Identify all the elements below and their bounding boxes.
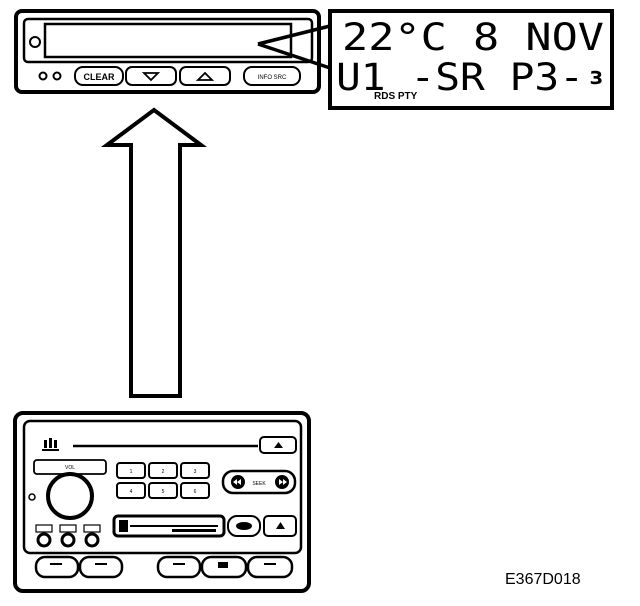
lcd-line-1: 22°C 8 NOV	[342, 16, 604, 59]
pointer-line-upper	[257, 24, 331, 46]
bottom-button-3[interactable]	[156, 555, 202, 579]
lcd-suffix: з	[589, 62, 603, 90]
seek-forward-icon	[279, 479, 287, 485]
lcd-zoom-frame	[328, 9, 614, 110]
preset-button-5[interactable]	[148, 482, 178, 499]
clear-button[interactable]	[74, 66, 124, 86]
volume-knob[interactable]	[46, 472, 94, 520]
bottom-button-4-mark	[218, 562, 228, 568]
radio-unit: VOL 1 2 3 4 5 6 SEEK	[13, 411, 311, 593]
bottom-button-5-mark	[264, 563, 276, 565]
preset-button-3[interactable]	[180, 462, 210, 479]
lcd-zoom: 22°C 8 NOV U1 -SR P3- з RDS PTY	[328, 9, 614, 110]
seek-label: SEEK	[252, 481, 266, 487]
aux-jack	[28, 493, 36, 501]
preset-button-6[interactable]	[180, 482, 210, 499]
triangle-up-icon	[195, 71, 215, 81]
display-unit: CLEAR INFO SRC	[14, 9, 321, 94]
small-label-2	[59, 524, 77, 533]
bottom-button-1[interactable]	[34, 555, 80, 579]
sensor-dot	[29, 36, 41, 48]
preset-button-1[interactable]	[116, 462, 146, 479]
preset-label-4: 4	[130, 489, 133, 495]
bottom-button-2[interactable]	[78, 555, 124, 579]
bottom-button-3-mark	[173, 563, 185, 565]
vol-label: VOL	[65, 465, 75, 471]
small-label-1	[35, 524, 53, 533]
large-up-arrow-icon	[100, 107, 208, 398]
preset-label-3: 3	[194, 469, 197, 475]
figure-code: E367D018	[505, 571, 581, 588]
lcd-indicator: RDS PTY	[374, 91, 418, 102]
clear-button-label: CLEAR	[84, 72, 115, 82]
round-button-2[interactable]	[60, 532, 76, 548]
cassette-eject-icon	[276, 522, 285, 529]
preset-label-1: 1	[130, 469, 133, 475]
bottom-button-2-mark	[95, 563, 107, 565]
preset-label-2: 2	[162, 469, 165, 475]
preset-label-5: 5	[162, 489, 165, 495]
info-src-button-label: INFO SRC	[258, 75, 287, 81]
round-button-1[interactable]	[36, 532, 52, 548]
info-src-button[interactable]	[243, 66, 301, 86]
triangle-down-icon	[141, 72, 161, 82]
display-screen	[43, 22, 293, 59]
pointer-line-lower	[257, 42, 331, 70]
eject-icon	[274, 442, 283, 448]
round-button-3[interactable]	[84, 532, 100, 548]
small-label-3	[83, 524, 101, 533]
preset-button-4[interactable]	[116, 482, 146, 499]
cassette-window	[172, 529, 216, 532]
preset-grid: 1 2 3 4 5 6	[116, 462, 210, 499]
saab-logo-icon	[42, 438, 59, 451]
indicator-led-right	[52, 71, 62, 81]
preset-button-2[interactable]	[148, 462, 178, 479]
seek-back-icon	[233, 479, 241, 485]
cassette-flap	[119, 520, 128, 532]
zoom-pointer	[257, 24, 331, 70]
indicator-led-left	[38, 71, 48, 81]
cassette-play-icon	[236, 522, 252, 530]
bottom-button-1-mark	[50, 563, 62, 565]
lcd-line-2: U1 -SR P3-	[336, 56, 584, 99]
preset-label-6: 6	[194, 489, 197, 495]
bottom-button-5[interactable]	[246, 555, 294, 579]
